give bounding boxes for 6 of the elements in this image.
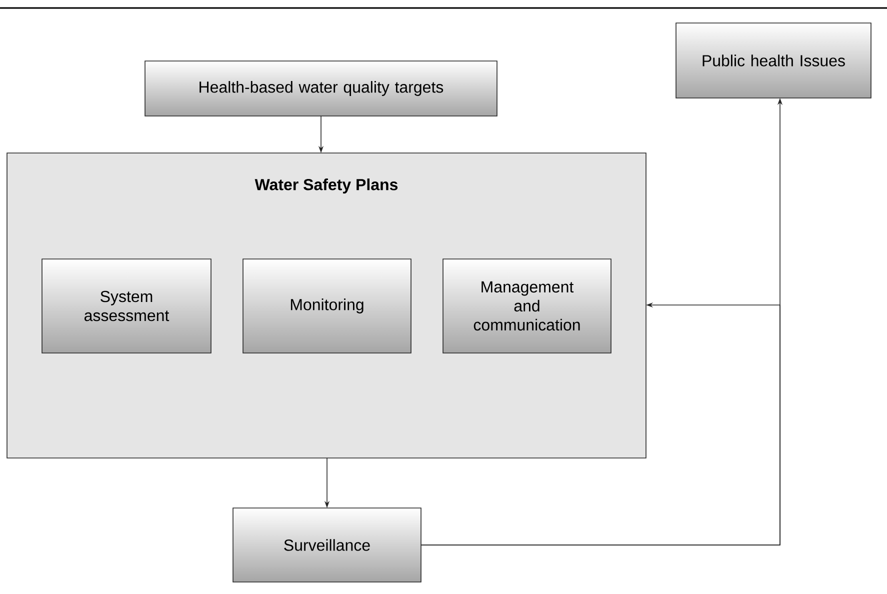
process-box: System assessment [42,258,212,354]
process-box: Public health Issues [676,22,872,98]
process-box: Health-based water quality targets [144,60,498,116]
process-box: Monitoring [242,258,412,354]
process-box: Management and communication [442,258,612,354]
process-box: Surveillance [232,508,422,582]
